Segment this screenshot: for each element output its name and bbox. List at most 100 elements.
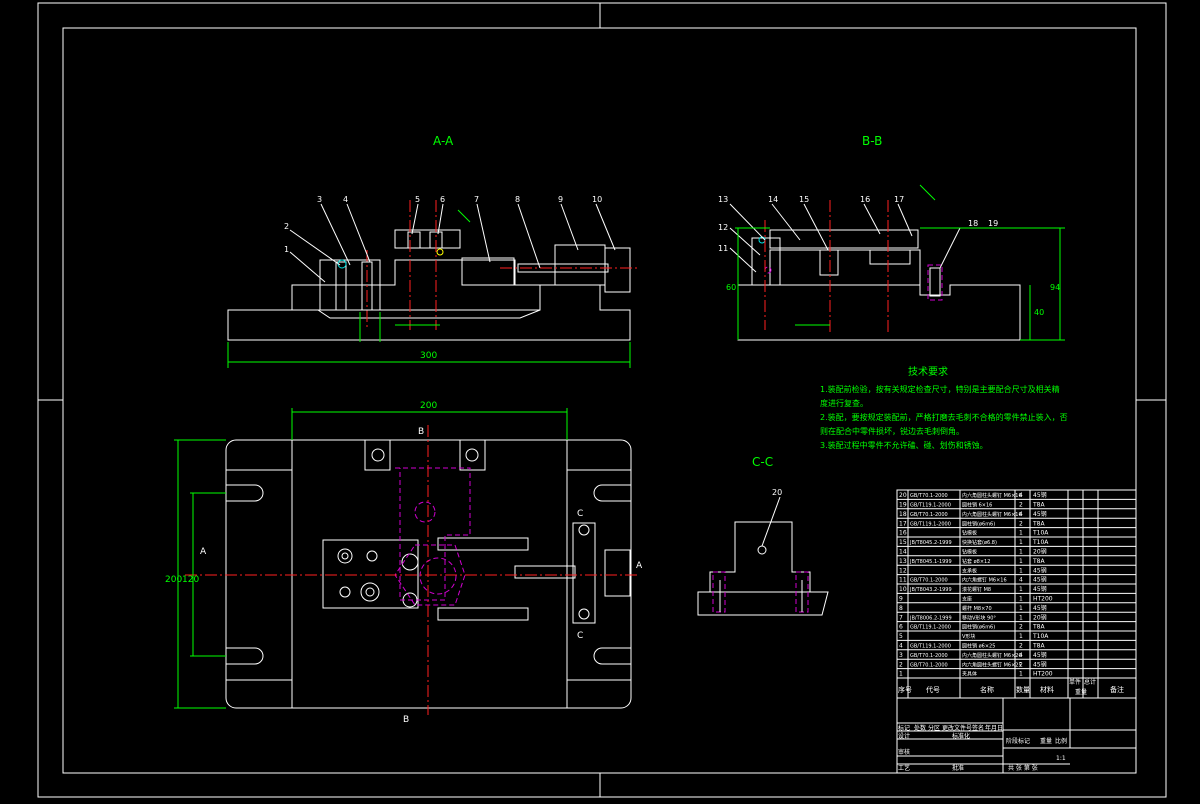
- bom-cell-mat: HT200: [1033, 596, 1053, 603]
- label-cc-20: 20: [772, 488, 782, 497]
- bom-cell-qty: 1: [1019, 633, 1023, 640]
- bom-cell-mat: T8A: [1032, 624, 1045, 631]
- label-bb-19: 19: [988, 219, 998, 228]
- bom-cell-name: 移动V形块 90°: [962, 614, 996, 621]
- bom-cell-no: 13: [899, 558, 907, 565]
- bom-cell-qty: 4: [1019, 652, 1023, 659]
- label-aa-10: 10: [592, 195, 602, 204]
- bom-header-qty: 数量: [1016, 685, 1030, 694]
- bb-body: [769, 249, 921, 286]
- tb-date: 年月日: [985, 724, 1003, 732]
- bom-cell-qty: 1: [1019, 671, 1023, 678]
- bom-cell-name: 内六角圆柱头螺钉 M6×25: [962, 661, 1022, 668]
- bom-cell-name: 内六角圆柱头螺钉 M6×16: [962, 492, 1022, 499]
- bom-cell-code: GB/T119.1-2000: [910, 503, 951, 509]
- bom-cell-mat: HT200: [1033, 671, 1053, 678]
- label-bb-11: 11: [718, 244, 728, 253]
- bom-header-total: 总计: [1084, 678, 1096, 686]
- tb-std: 标准化: [952, 732, 970, 740]
- label-aa-3: 3: [317, 195, 322, 204]
- dim-bb-60: 60: [726, 283, 736, 292]
- aa-dimension-300: 300: [227, 209, 631, 368]
- bom-cell-name: V形块: [962, 633, 975, 640]
- marker-b-top: B: [418, 427, 424, 437]
- bb-base: [737, 284, 1021, 341]
- technical-requirements: 技术要求 1.装配前检验，按有关规定检查尺寸，特别是主要配合尺寸及相关精 度进行…: [820, 365, 1068, 450]
- bom-cell-code: GB/T70.1-2000: [910, 653, 948, 659]
- tb-sign: 签名: [972, 724, 984, 732]
- plan-view: A A B B C C 200 200 120: [165, 401, 643, 725]
- aa-base: [227, 284, 631, 341]
- label-bb-14: 14: [768, 195, 778, 204]
- bom-cell-name: 夹具体: [962, 671, 977, 678]
- view-title-bb: B-B: [862, 134, 882, 148]
- tb-stage: 阶段标记: [1006, 737, 1030, 745]
- bom-cell-no: 20: [899, 492, 907, 499]
- tb-ratio: 比例: [1055, 737, 1067, 745]
- label-bb-18: 18: [968, 219, 978, 228]
- dim-plan-200-w: 200: [420, 401, 437, 411]
- bom-cell-mat: 20钢: [1033, 613, 1047, 621]
- tb-process: 工艺: [898, 764, 910, 772]
- label-aa-9: 9: [558, 195, 563, 204]
- bom-cell-qty: 1: [1019, 549, 1023, 556]
- bom-cell-no: 3: [899, 652, 903, 659]
- tb-change: 更改文件号: [942, 724, 972, 732]
- bom-cell-qty: 1: [1019, 530, 1023, 537]
- bom-cell-name: 支承板: [962, 567, 977, 574]
- tb-weight: 重量: [1040, 737, 1052, 745]
- tb-mark: 标记: [898, 724, 910, 732]
- bb-drill-plate: [769, 229, 919, 249]
- aa-vblock: [461, 257, 515, 286]
- bom-cell-qty: 1: [1019, 605, 1023, 612]
- bom-cell-no: 1: [899, 671, 903, 678]
- bom-cell-name: 钻套 ø8×12: [962, 558, 990, 565]
- label-bb-16: 16: [860, 195, 870, 204]
- bom-header-unit: 单件: [1069, 678, 1081, 686]
- bom-cell-code: JB/T8045.1-1999: [909, 559, 952, 565]
- cc-body: [709, 521, 811, 593]
- dim-plan-120: 120: [182, 575, 199, 585]
- bom-cell-qty: 2: [1019, 661, 1023, 668]
- bom-cell-qty: 2: [1019, 624, 1023, 631]
- bom-cell-no: 14: [899, 549, 907, 556]
- marker-c-bottom: C: [577, 631, 583, 641]
- tb-design: 设计: [898, 732, 910, 740]
- bom-cell-mat: 45钢: [1033, 660, 1047, 668]
- label-aa-5: 5: [415, 195, 420, 204]
- bom-cell-code: JB/T8006.2-1999: [909, 615, 952, 621]
- bom-cell-no: 15: [899, 539, 907, 546]
- inner-frame: [62, 27, 1137, 774]
- bom-cell-mat: T8A: [1032, 558, 1045, 565]
- bom-cell-code: GB/T119.1-2000: [910, 644, 951, 650]
- label-bb-12: 12: [718, 223, 728, 232]
- tb-approve: 批准: [952, 764, 964, 772]
- aa-drill-plate: [394, 229, 461, 249]
- tb-zone: 分区: [928, 724, 940, 732]
- bom-cell-mat: 45钢: [1033, 566, 1047, 574]
- section-view-cc: C-C 20: [697, 455, 829, 616]
- tech-req-line-5: 3.装配过程中零件不允许磕、碰、划伤和锈蚀。: [820, 440, 988, 450]
- bom-cell-qty: 4: [1019, 511, 1023, 518]
- bom-cell-qty: 1: [1019, 596, 1023, 603]
- bom-cell-qty: 1: [1019, 539, 1023, 546]
- bom-header-weight: 重量: [1075, 688, 1087, 696]
- label-aa-1: 1: [284, 245, 289, 254]
- bom-cell-code: GB/T70.1-2000: [910, 578, 948, 584]
- bom-cell-qty: 1: [1019, 614, 1023, 621]
- tb-review: 审核: [898, 748, 910, 756]
- bb-left-block: [751, 237, 781, 286]
- bom-cell-mat: 45钢: [1033, 604, 1047, 612]
- label-bb-17: 17: [894, 195, 904, 204]
- bom-cell-mat: T10A: [1032, 539, 1049, 546]
- bom-cell-no: 5: [899, 633, 903, 640]
